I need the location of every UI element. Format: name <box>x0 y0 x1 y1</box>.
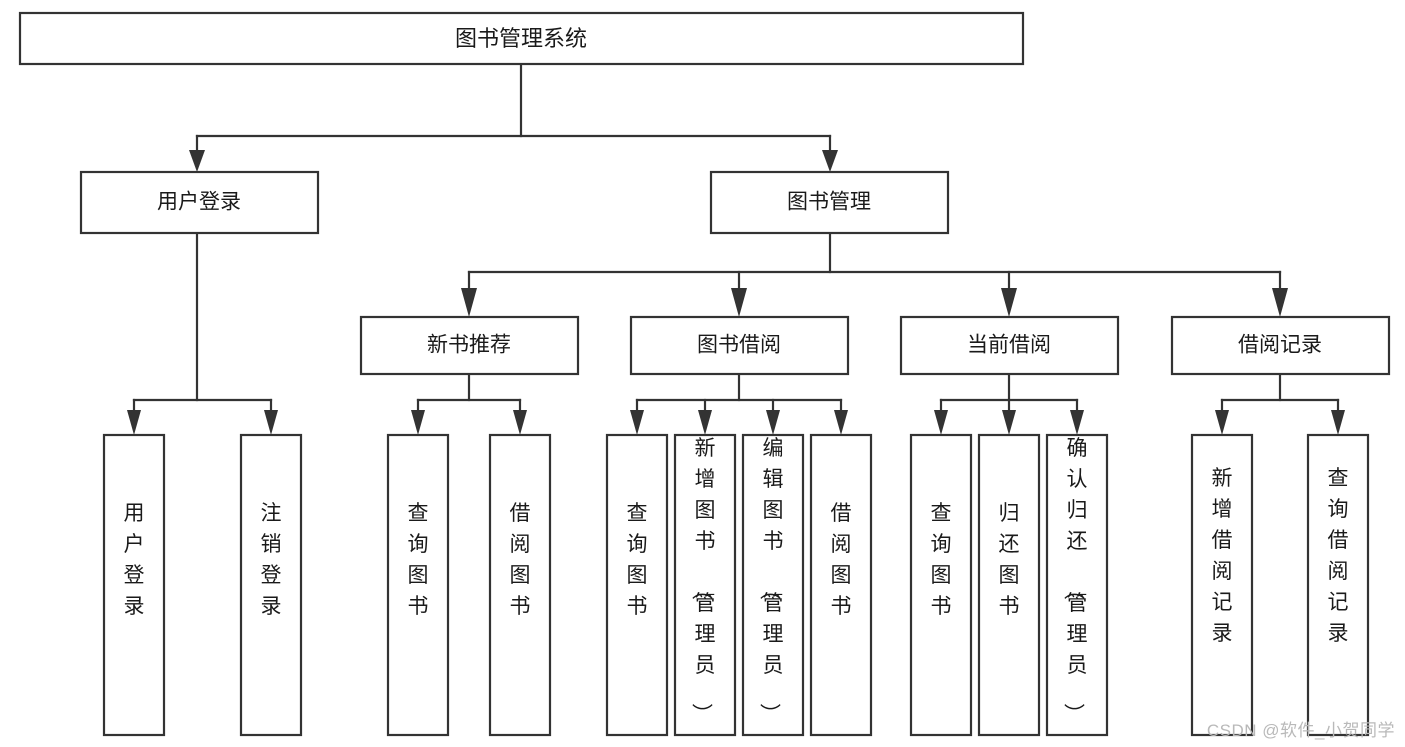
leaf-new-book-query-box[interactable] <box>386 433 450 737</box>
leaf-new-book-borrow-label: 借阅图书 <box>510 502 531 618</box>
arrow-head-current-borrow-3 <box>1070 410 1084 435</box>
node-user-login[interactable]: 用户登录 <box>79 170 320 235</box>
arrow-head-current-borrow-2 <box>1002 410 1016 435</box>
node-new-book-recommend-box[interactable] <box>359 315 580 376</box>
node-borrow-record-box[interactable] <box>1170 315 1391 376</box>
arrow-head-new-book-1 <box>411 410 425 435</box>
leaf-borrow-record-query-label: 查询借阅记录 <box>1328 467 1349 645</box>
leaf-new-book-query[interactable]: 查询图书 <box>386 433 450 737</box>
arrow-head-user-login-1 <box>127 410 141 435</box>
leaf-current-borrow-return-box[interactable] <box>977 433 1041 737</box>
node-book-management[interactable]: 图书管理 <box>709 170 950 235</box>
leaf-borrow-record-add-label: 新增借阅记录 <box>1212 467 1233 645</box>
node-book-borrow[interactable]: 图书借阅 <box>629 315 850 376</box>
connector-group-user-login-to-leaves <box>127 231 278 435</box>
leaf-book-borrow-edit[interactable]: 编辑图书（管理员） <box>741 433 805 737</box>
connector-group-book-mgmt-to-level3 <box>461 231 1288 317</box>
arrow-head-level2-2 <box>822 150 838 172</box>
leaf-book-borrow-edit-box[interactable] <box>741 433 805 737</box>
leaf-book-borrow-add[interactable]: 新增图书（管理员） <box>673 433 737 737</box>
arrow-head-new-book-2 <box>513 410 527 435</box>
leaf-user-login-login[interactable]: 用户登录 <box>102 433 166 737</box>
leaf-current-borrow-confirm-box[interactable] <box>1045 433 1109 737</box>
leaf-book-borrow-borrow-box[interactable] <box>809 433 873 737</box>
node-current-borrow-label: 当前借阅 <box>967 334 1051 357</box>
arrow-head-user-login-2 <box>264 410 278 435</box>
leaf-user-login-logout[interactable]: 注销登录 <box>239 433 303 737</box>
arrow-head-borrow-record-2 <box>1331 410 1345 435</box>
leaf-current-borrow-return-label: 归还图书 <box>999 502 1020 618</box>
node-new-book-recommend[interactable]: 新书推荐 <box>359 315 580 376</box>
arrow-head-book-borrow-2 <box>698 410 712 435</box>
leaf-new-book-borrow[interactable]: 借阅图书 <box>488 433 552 737</box>
node-borrow-record[interactable]: 借阅记录 <box>1170 315 1391 376</box>
connector-group-borrow-record-to-leaves <box>1215 372 1345 435</box>
leaf-user-login-login-box[interactable] <box>102 433 166 737</box>
leaf-user-login-logout-label: 注销登录 <box>261 502 282 618</box>
leaf-book-borrow-edit-label: 编辑图书（管理员） <box>758 437 784 724</box>
arrow-head-book-borrow-3 <box>766 410 780 435</box>
leaf-current-borrow-confirm-label: 确认归还（管理员） <box>1062 437 1088 724</box>
leaf-user-login-login-label: 用户登录 <box>124 502 145 618</box>
node-user-login-box[interactable] <box>79 170 320 235</box>
arrow-head-current-borrow-1 <box>934 410 948 435</box>
connector-group-root-to-level2 <box>189 62 838 172</box>
node-root-box[interactable] <box>18 11 1025 66</box>
arrow-head-level3-3 <box>1001 288 1017 317</box>
leaf-borrow-record-add[interactable]: 新增借阅记录 <box>1190 433 1254 737</box>
node-book-borrow-label: 图书借阅 <box>697 334 781 357</box>
leaf-current-borrow-query-label: 查询图书 <box>931 502 952 618</box>
leaf-book-borrow-add-label: 新增图书（管理员） <box>690 437 716 724</box>
node-current-borrow-box[interactable] <box>899 315 1120 376</box>
node-new-book-recommend-label: 新书推荐 <box>427 334 511 357</box>
arrow-head-level3-4 <box>1272 288 1288 317</box>
leaf-book-borrow-borrow-label: 借阅图书 <box>831 502 852 618</box>
leaf-current-borrow-query-box[interactable] <box>909 433 973 737</box>
arrow-head-book-borrow-4 <box>834 410 848 435</box>
node-root[interactable]: 图书管理系统 <box>18 11 1025 66</box>
leaf-book-borrow-query-label: 查询图书 <box>627 502 648 618</box>
arrow-head-borrow-record-1 <box>1215 410 1229 435</box>
node-current-borrow[interactable]: 当前借阅 <box>899 315 1120 376</box>
leaf-new-book-query-label: 查询图书 <box>408 502 429 618</box>
arrow-head-level2-1 <box>189 150 205 172</box>
leaf-book-borrow-add-box[interactable] <box>673 433 737 737</box>
leaf-book-borrow-borrow[interactable]: 借阅图书 <box>809 433 873 737</box>
connector-group-book-borrow-to-leaves <box>630 372 848 435</box>
arrow-head-book-borrow-1 <box>630 410 644 435</box>
node-root-label: 图书管理系统 <box>455 26 587 51</box>
leaf-user-login-logout-box[interactable] <box>239 433 303 737</box>
leaf-new-book-borrow-box[interactable] <box>488 433 552 737</box>
arrow-head-level3-2 <box>731 288 747 317</box>
node-book-management-box[interactable] <box>709 170 950 235</box>
leaf-borrow-record-query-box[interactable] <box>1306 433 1370 737</box>
node-book-management-label: 图书管理 <box>787 191 871 214</box>
connector-group-current-borrow-to-leaves <box>934 372 1084 435</box>
leaf-book-borrow-query-box[interactable] <box>605 433 669 737</box>
leaf-current-borrow-query[interactable]: 查询图书 <box>909 433 973 737</box>
node-book-borrow-box[interactable] <box>629 315 850 376</box>
leaf-current-borrow-return[interactable]: 归还图书 <box>977 433 1041 737</box>
node-borrow-record-label: 借阅记录 <box>1238 334 1322 357</box>
arrow-head-level3-1 <box>461 288 477 317</box>
leaf-current-borrow-confirm[interactable]: 确认归还（管理员） <box>1045 433 1109 737</box>
leaf-borrow-record-add-box[interactable] <box>1190 433 1254 737</box>
connector-group-new-book-to-leaves <box>411 372 527 435</box>
node-user-login-label: 用户登录 <box>157 191 241 214</box>
leaf-borrow-record-query[interactable]: 查询借阅记录 <box>1306 433 1370 737</box>
leaf-book-borrow-query[interactable]: 查询图书 <box>605 433 669 737</box>
